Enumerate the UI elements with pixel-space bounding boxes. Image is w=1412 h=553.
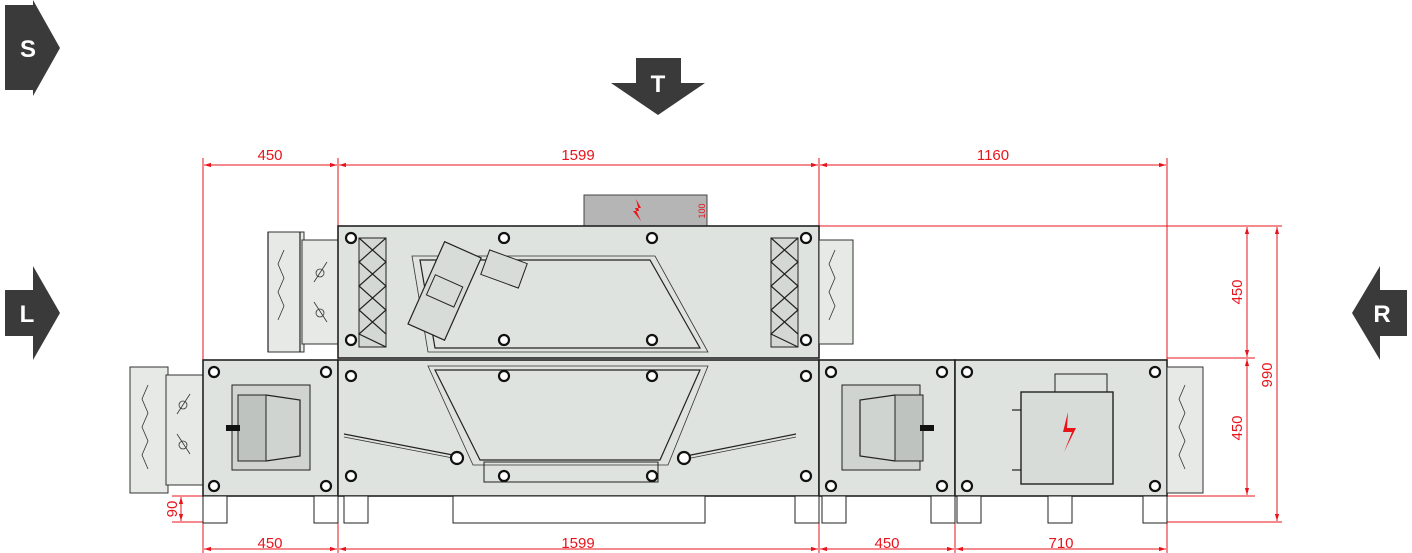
direction-arrow-s: S — [5, 0, 60, 96]
direction-arrow-r: R — [1352, 266, 1407, 360]
dim-top-3: 1160 — [977, 147, 1009, 164]
dim-right-upper: 450 — [1229, 279, 1246, 304]
dim-top-1: 450 — [257, 147, 282, 164]
dim-right-lower: 450 — [1229, 415, 1246, 440]
arrow-label-s: S — [20, 36, 36, 63]
electrical-box-top: 100 — [583, 194, 708, 227]
right-arrow-icon — [5, 0, 60, 96]
right-arrow-icon — [5, 266, 60, 360]
direction-arrow-l: L — [5, 266, 60, 360]
dim-bottom-3: 450 — [874, 535, 899, 552]
lightning-bolt-icon — [1063, 412, 1076, 452]
dimension-lines — [172, 158, 1282, 553]
dim-bottom-4: 710 — [1048, 535, 1073, 552]
dim-bottom-2: 1599 — [561, 535, 594, 552]
left-arrow-icon — [1352, 266, 1407, 360]
damper-icon — [313, 261, 328, 323]
arrow-label-t: T — [651, 71, 666, 98]
lower-section — [129, 359, 1204, 497]
direction-arrow-t: T — [611, 58, 705, 115]
arrow-label-l: L — [20, 301, 35, 328]
fan-icon — [841, 384, 934, 471]
lightning-bolt-icon — [633, 199, 641, 221]
down-arrow-icon — [611, 58, 705, 115]
support-feet — [202, 495, 1168, 524]
dim-electrical-box: 100 — [697, 203, 707, 218]
bypass-damper — [407, 240, 482, 341]
heater-box — [1012, 373, 1114, 485]
fan-icon — [226, 384, 311, 471]
upper-section — [267, 225, 854, 359]
damper-icon — [176, 393, 191, 455]
dim-right-total: 990 — [1259, 362, 1276, 387]
dim-top-2: 1599 — [561, 147, 594, 164]
fastener-bolts — [207, 231, 1162, 493]
dim-left-foot: 90 — [164, 501, 181, 518]
arrow-label-r: R — [1373, 301, 1390, 328]
dim-bottom-1: 450 — [257, 535, 282, 552]
